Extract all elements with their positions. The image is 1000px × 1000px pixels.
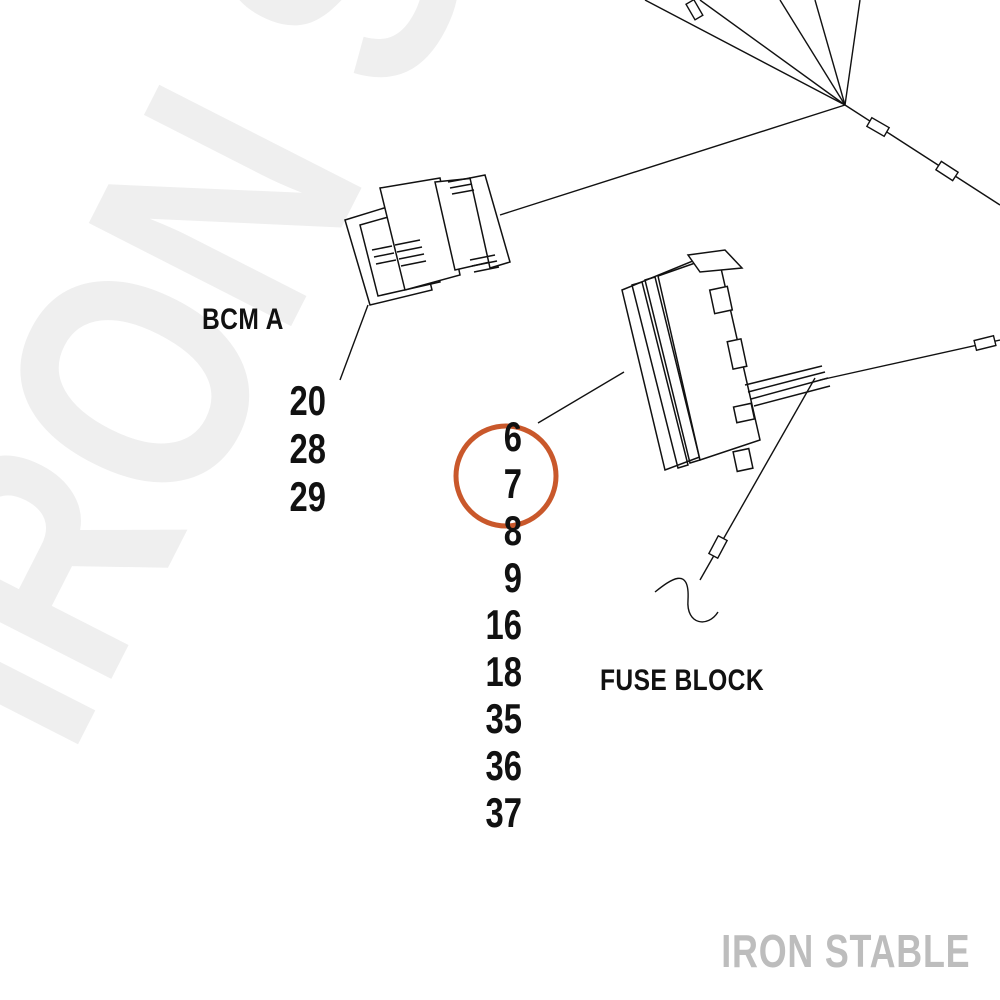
pin-number: 9 [503,554,522,601]
pin-number: 7 [503,460,522,507]
pin-number: 37 [485,789,522,836]
bcm-a-label: BCM A [202,303,284,336]
pin-number: 16 [485,601,522,648]
inline-markers [685,0,997,560]
pin-number: 18 [485,648,522,695]
pin-number: 36 [485,742,522,789]
pin-number: 8 [503,507,522,554]
pin-number: 29 [289,473,326,520]
pin-number: 35 [485,695,522,742]
pin-number: 28 [289,425,326,472]
highlight-circle [453,423,559,529]
pin-number: 6 [503,413,522,460]
brand-logo-text: IRON STABLE [720,925,970,977]
fuse-block-body [621,249,831,473]
bcm-a-connector [344,174,511,306]
fuse-block-label: FUSE BLOCK [600,664,764,697]
pin-number: 20 [289,377,326,424]
wire-harness [339,0,1000,623]
